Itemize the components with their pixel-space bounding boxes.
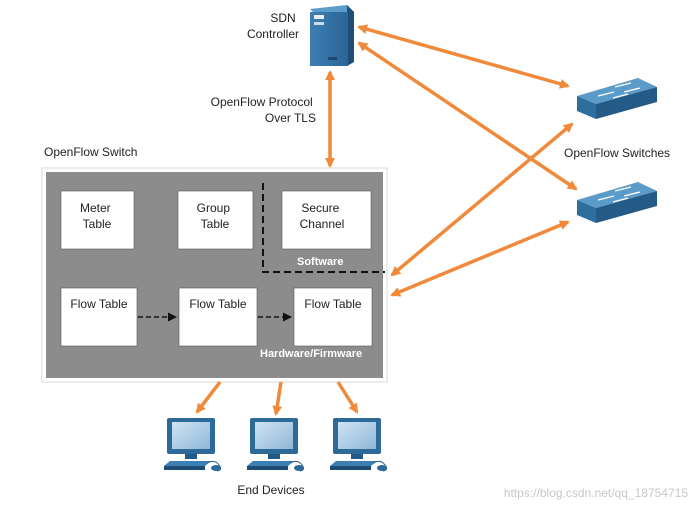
- group-table-line-2: Table: [201, 217, 230, 231]
- openflow-protocol-line-2: Over TLS: [265, 111, 316, 125]
- device-arrow-2: [272, 381, 283, 416]
- switch-switch1-arrow: [390, 122, 574, 277]
- device-arrow-3: [336, 381, 359, 414]
- secure-channel-line-1: Secure: [301, 201, 339, 215]
- sdn-controller-line-1: SDN: [270, 11, 295, 25]
- meter-table-line-1: Meter: [80, 201, 111, 215]
- network-switch-icon: [577, 78, 657, 119]
- end-devices-label: End Devices: [237, 483, 304, 497]
- flow-table-1: Flow Table: [60, 287, 138, 347]
- device-arrow-1: [195, 380, 222, 414]
- computer-icon: [247, 418, 305, 472]
- controller-switch1-arrow: [357, 24, 570, 89]
- meter-table: Meter Table: [60, 190, 135, 250]
- svg-text:Group Table: Group Table: [197, 201, 234, 231]
- computer-icon: [164, 418, 222, 472]
- server-icon: [310, 5, 354, 66]
- hardware-firmware-label: Hardware/Firmware: [260, 348, 362, 360]
- watermark-text: https://blog.csdn.net/qq_18754715: [504, 486, 688, 500]
- openflow-protocol-line-1: OpenFlow Protocol: [211, 95, 313, 109]
- secure-channel-line-2: Channel: [300, 217, 345, 231]
- sdn-controller-line-2: Controller: [247, 27, 299, 41]
- svg-text:Meter Table: Meter Table: [80, 201, 114, 231]
- openflow-protocol-label: OpenFlow Protocol Over TLS: [211, 95, 316, 125]
- flow-table-2: Flow Table: [178, 287, 258, 347]
- switch-switch2-arrow: [390, 220, 570, 297]
- network-switch-icon: [577, 182, 657, 223]
- flow-table-3: Flow Table: [293, 287, 373, 347]
- flow-table-2-label: Flow Table: [189, 297, 246, 311]
- openflow-switch-label: OpenFlow Switch: [44, 145, 137, 159]
- group-table-line-1: Group: [197, 201, 231, 215]
- openflow-switches-label: OpenFlow Switches: [564, 146, 670, 160]
- computer-icon: [330, 418, 388, 472]
- software-boundary-line: [262, 183, 385, 273]
- flow-table-3-label: Flow Table: [304, 297, 361, 311]
- flow-table-1-label: Flow Table: [70, 297, 127, 311]
- meter-table-line-2: Table: [83, 217, 112, 231]
- svg-text:Secure Channel: Secure Channel: [300, 201, 345, 231]
- software-label: Software: [297, 256, 343, 268]
- group-table: Group Table: [177, 190, 254, 250]
- sdn-controller-label: SDN Controller: [247, 11, 299, 41]
- controller-switch2-arrow: [357, 41, 578, 191]
- secure-channel: Secure Channel: [281, 190, 372, 250]
